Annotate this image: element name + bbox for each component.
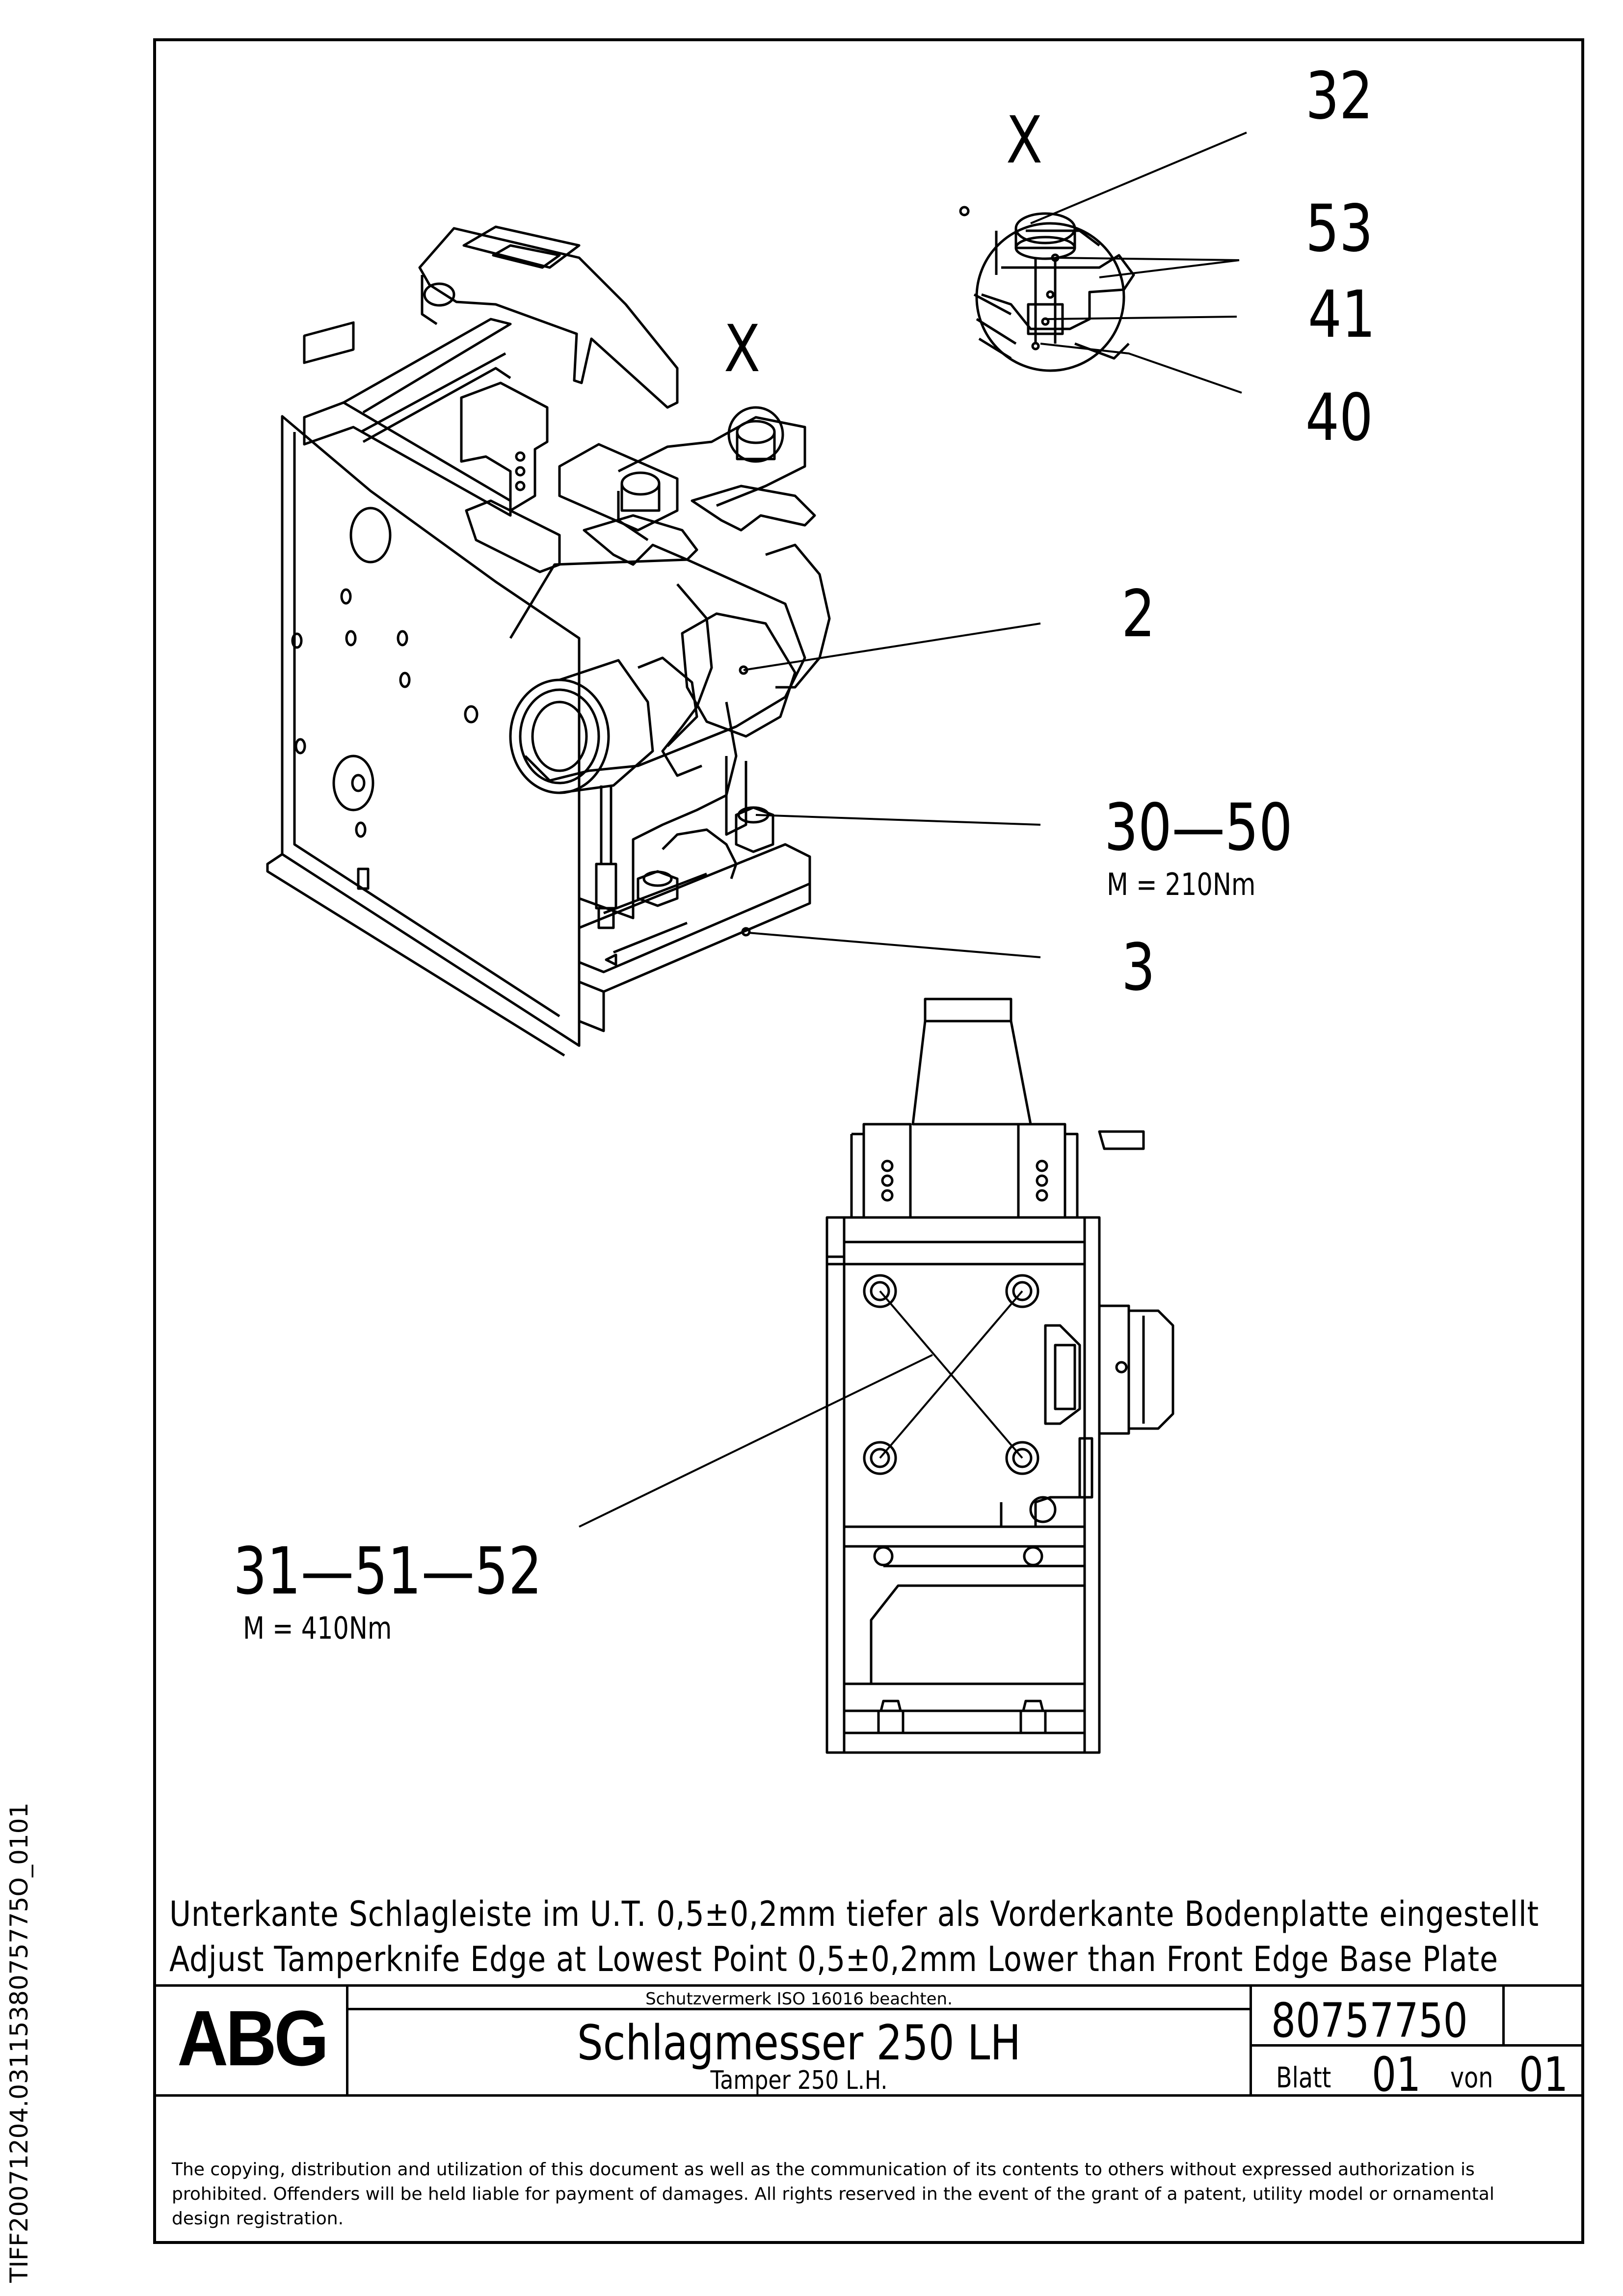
sheet-label: Blatt (1276, 2061, 1331, 2094)
sheet-total: 01 (1519, 2047, 1569, 2102)
of-label: von (1450, 2061, 1493, 2094)
callout-3: 3 (1121, 930, 1155, 1005)
callout-2: 2 (1121, 576, 1155, 652)
sheet-number: 01 (1372, 2047, 1421, 2102)
document-id-vertical: TIFF20071204.0311538075775O_0101 (5, 1802, 33, 2283)
legal-cell (153, 2094, 1584, 2244)
isometric-assembly-view (266, 225, 831, 1057)
drawing-subtitle: Tamper 250 L.H. (710, 2066, 888, 2095)
callout-x-detail: X (1006, 103, 1043, 178)
callout-41: 41 (1308, 277, 1376, 352)
callout-31-51-52: 31—51—52 (233, 1534, 542, 1609)
drawing-title: Schlagmesser 250 LH (577, 2015, 1021, 2071)
part-number: 80757750 (1271, 1993, 1468, 2048)
torque-30-50: M = 210Nm (1107, 866, 1256, 902)
callout-53: 53 (1305, 191, 1373, 267)
abg-logo: ABG (177, 1994, 329, 2082)
detail-view-x (959, 206, 1135, 372)
torque-31-51-52: M = 410Nm (243, 1610, 392, 1646)
callout-32: 32 (1305, 58, 1373, 134)
protection-notice: Schutzvermerk ISO 16016 beachten. (645, 1989, 953, 2009)
plan-view (825, 998, 1174, 1754)
note-german: Unterkante Schlagleiste im U.T. 0,5±0,2m… (169, 1894, 1540, 1934)
leader-lines (579, 132, 1247, 1528)
callout-30-50: 30—50 (1104, 790, 1293, 865)
legal-notice: The copying, distribution and utilizatio… (172, 2160, 1494, 2229)
callout-40: 40 (1305, 380, 1373, 456)
callout-x-main: X (724, 311, 761, 387)
note-english: Adjust Tamperknife Edge at Lowest Point … (169, 1939, 1498, 1979)
